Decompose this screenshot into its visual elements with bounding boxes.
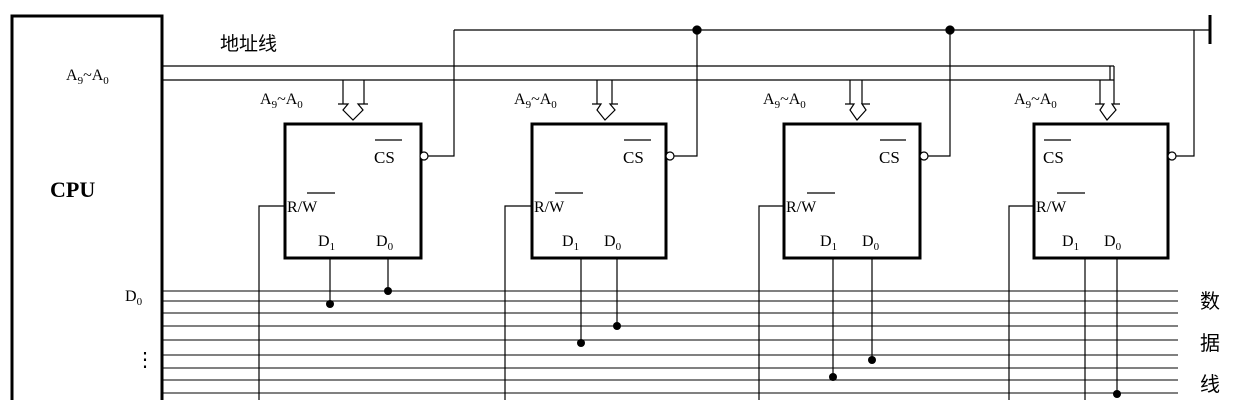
chip-address-label: A9~A0	[763, 91, 806, 111]
chip-box	[530, 122, 668, 260]
chip-cs-label: CS	[1043, 148, 1064, 167]
chip-d1-junction	[577, 339, 585, 347]
cpu-label: CPU	[50, 177, 95, 202]
chip-box	[283, 122, 423, 260]
chip-d1-label: D1	[820, 233, 837, 253]
chip-d0-junction	[868, 356, 876, 364]
chip-d0-label: D0	[862, 233, 880, 253]
cpu-ellipsis: ⋮	[135, 349, 155, 371]
chip-d0-label: D0	[1104, 233, 1122, 253]
cpu-data-port-label: D0	[125, 288, 143, 308]
chip-d1-label: D1	[318, 233, 335, 253]
chip-d0-junction	[613, 322, 621, 330]
chip-rw-label: R/W	[786, 199, 817, 216]
chip-cs-label: CS	[623, 148, 644, 167]
chip-d1-junction	[829, 373, 837, 381]
chip-select-bus	[454, 15, 1212, 44]
chip-cs-inverter	[1167, 151, 1177, 161]
chip-cs-label: CS	[879, 148, 900, 167]
memory-chip-4: A9~A0 CS R/W D1 D0	[1008, 30, 1195, 400]
data-bus-label-char-3: 线	[1200, 372, 1220, 396]
cpu-block: CPU A9~A0 D0 ⋮	[10, 14, 164, 400]
chip-cs-label: CS	[374, 148, 395, 167]
chip-box	[1032, 122, 1170, 260]
chip-rw-label: R/W	[287, 199, 318, 216]
chip-address-label: A9~A0	[514, 91, 557, 111]
chip-address-label: A9~A0	[1014, 91, 1057, 111]
data-bus-label-char-2: 据	[1200, 331, 1220, 355]
chip-box	[782, 122, 922, 260]
chip-d0-junction	[1113, 390, 1121, 398]
chip-d0-label: D0	[604, 233, 622, 253]
chip-cs-inverter	[665, 151, 675, 161]
chip-d0-junction	[384, 287, 392, 295]
address-bus: 地址线	[162, 33, 1115, 81]
chip-d0-label: D0	[376, 233, 394, 253]
chip-d1-junction	[326, 300, 334, 308]
chip-rw-label: R/W	[1036, 199, 1067, 216]
cpu-box	[10, 14, 164, 400]
chip-address-label: A9~A0	[260, 91, 303, 111]
memory-chip-3: A9~A0 CS R/W D1 D0	[758, 30, 951, 400]
chip-cs-inverter	[419, 151, 429, 161]
address-bus-label: 地址线	[220, 33, 277, 55]
memory-chip-2: A9~A0 CS R/W D1 D0	[504, 30, 698, 400]
data-bus-label-char-1: 数	[1200, 289, 1220, 313]
chip-d1-label: D1	[562, 233, 579, 253]
chip-cs-inverter	[919, 151, 929, 161]
data-bus: 数 据 线	[162, 289, 1220, 396]
cpu-address-port-label: A9~A0	[66, 67, 109, 87]
chip-d1-label: D1	[1062, 233, 1079, 253]
chip-rw-label: R/W	[534, 199, 565, 216]
memory-chip-1: A9~A0 CS R/W D1 D0	[258, 30, 455, 400]
